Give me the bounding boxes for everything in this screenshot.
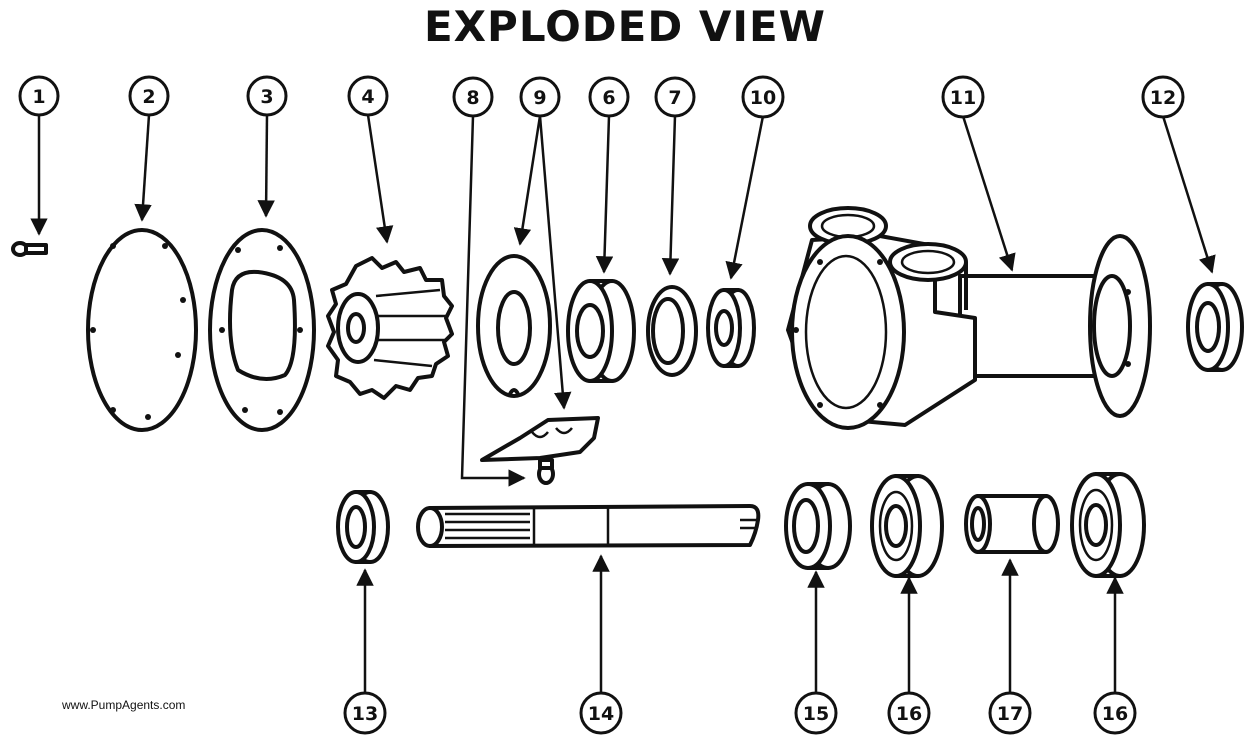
callout-2: 2 [128,75,170,117]
callout-8: 8 [452,76,494,118]
svg-text:16: 16 [896,703,922,725]
part-screw-1 [11,241,48,257]
callout-6: 6 [588,76,630,118]
part-seal-12 [1186,282,1244,372]
part-seal-15 [784,482,852,570]
callout-13: 13 [343,691,387,735]
callout-3: 3 [246,75,288,117]
callout-14: 14 [579,691,623,735]
part-shaft [416,504,761,548]
part-bearing-16a [870,474,944,578]
part-pump-body [786,206,1152,430]
svg-text:3: 3 [260,86,273,108]
svg-text:9: 9 [533,87,546,109]
part-seal-10 [706,288,756,368]
svg-text:10: 10 [750,87,776,109]
part-cam [480,416,600,462]
callout-17: 17 [988,691,1032,735]
callout-1: 1 [18,75,60,117]
svg-text:6: 6 [602,87,615,109]
part-impeller [326,256,454,400]
callout-10: 10 [741,75,785,119]
callout-11: 11 [941,75,985,119]
callout-7: 7 [654,76,696,118]
svg-text:2: 2 [142,86,155,108]
part-bearing-6 [566,279,636,383]
svg-text:17: 17 [997,703,1023,725]
callout-4: 4 [347,75,389,117]
part-bearing-16b [1070,472,1146,578]
svg-text:12: 12 [1150,87,1176,109]
part-gasket [208,228,316,432]
callout-9: 9 [519,76,561,118]
part-seal-13 [336,490,390,564]
svg-text:1: 1 [32,86,45,108]
callout-15: 15 [794,691,838,735]
svg-text:15: 15 [803,703,829,725]
callout-12: 12 [1141,75,1185,119]
part-screw-8 [537,458,555,485]
svg-text:4: 4 [361,86,374,108]
part-wear-plate [476,254,552,398]
diagram-title: EXPLODED VIEW [423,2,826,51]
part-seal-7 [646,285,698,377]
leader-lines [30,114,1216,692]
source-credit: www.PumpAgents.com [62,698,186,712]
part-spacer [964,494,1060,554]
svg-text:11: 11 [950,87,976,109]
svg-text:7: 7 [668,87,681,109]
svg-text:16: 16 [1102,703,1128,725]
svg-text:14: 14 [588,703,614,725]
svg-text:8: 8 [466,87,479,109]
callout-16a: 16 [887,691,931,735]
svg-text:13: 13 [352,703,378,725]
callout-16b: 16 [1093,691,1137,735]
part-end-cover [86,228,198,432]
